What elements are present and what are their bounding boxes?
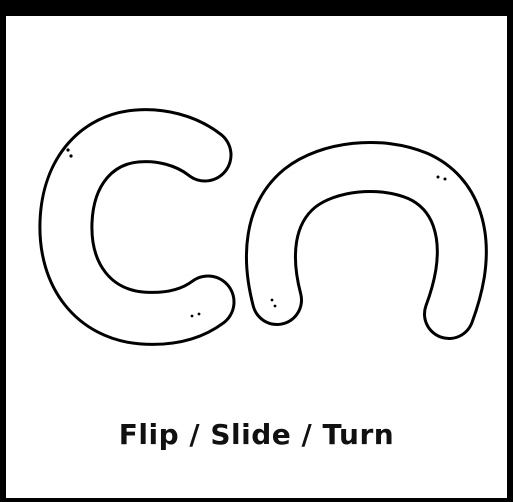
n-shape xyxy=(271,167,462,314)
caption-text: Flip / Slide / Turn xyxy=(0,418,513,451)
c-shape xyxy=(66,136,208,319)
